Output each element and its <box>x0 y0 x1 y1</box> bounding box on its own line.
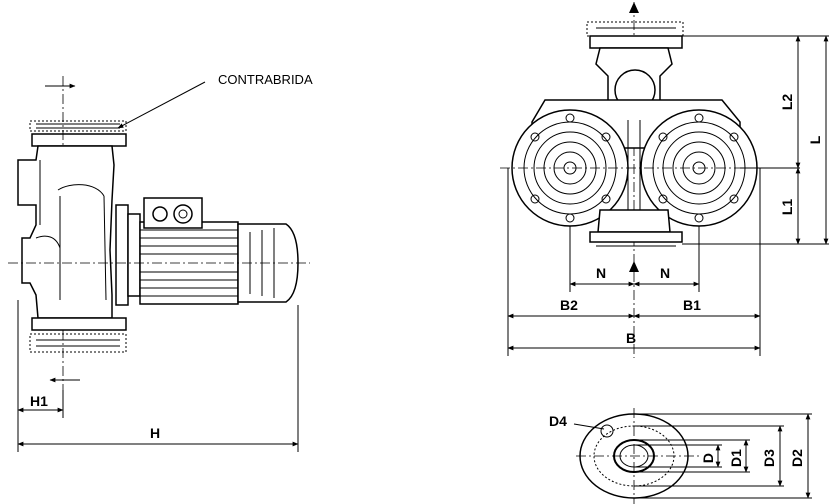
dim-b1: B1 <box>683 297 701 313</box>
flange-bolt-hole <box>600 424 614 438</box>
dim-b2: B2 <box>560 297 578 313</box>
dim-d1: D1 <box>728 449 744 467</box>
dim-n-left: N <box>596 265 606 281</box>
dim-l1: L1 <box>779 199 795 216</box>
dim-n-right: N <box>660 265 670 281</box>
dim-d: D <box>700 453 716 463</box>
callout-contrabrida: CONTRABRIDA <box>218 72 313 87</box>
dim-l: L <box>807 135 823 144</box>
flow-arrow-bottom <box>629 261 639 272</box>
top-counter-flange <box>29 120 127 132</box>
dim-h1: H1 <box>30 393 48 409</box>
bottom-counter-flange <box>29 333 127 353</box>
front-view: L2 L1 L N N B2 B1 B <box>500 2 829 358</box>
dim-l2: L2 <box>779 94 795 111</box>
dim-h: H <box>150 425 160 441</box>
dim-d4: D4 <box>549 413 567 429</box>
dim-d2: D2 <box>789 449 805 467</box>
dim-b: B <box>626 330 636 346</box>
side-view: H1 H CONTRABRIDA <box>8 72 313 452</box>
flange-view: D4 D D1 D3 D2 <box>549 408 812 504</box>
dim-d3: D3 <box>761 449 777 467</box>
callout-leader <box>117 81 206 129</box>
flow-arrow-top <box>629 2 639 13</box>
